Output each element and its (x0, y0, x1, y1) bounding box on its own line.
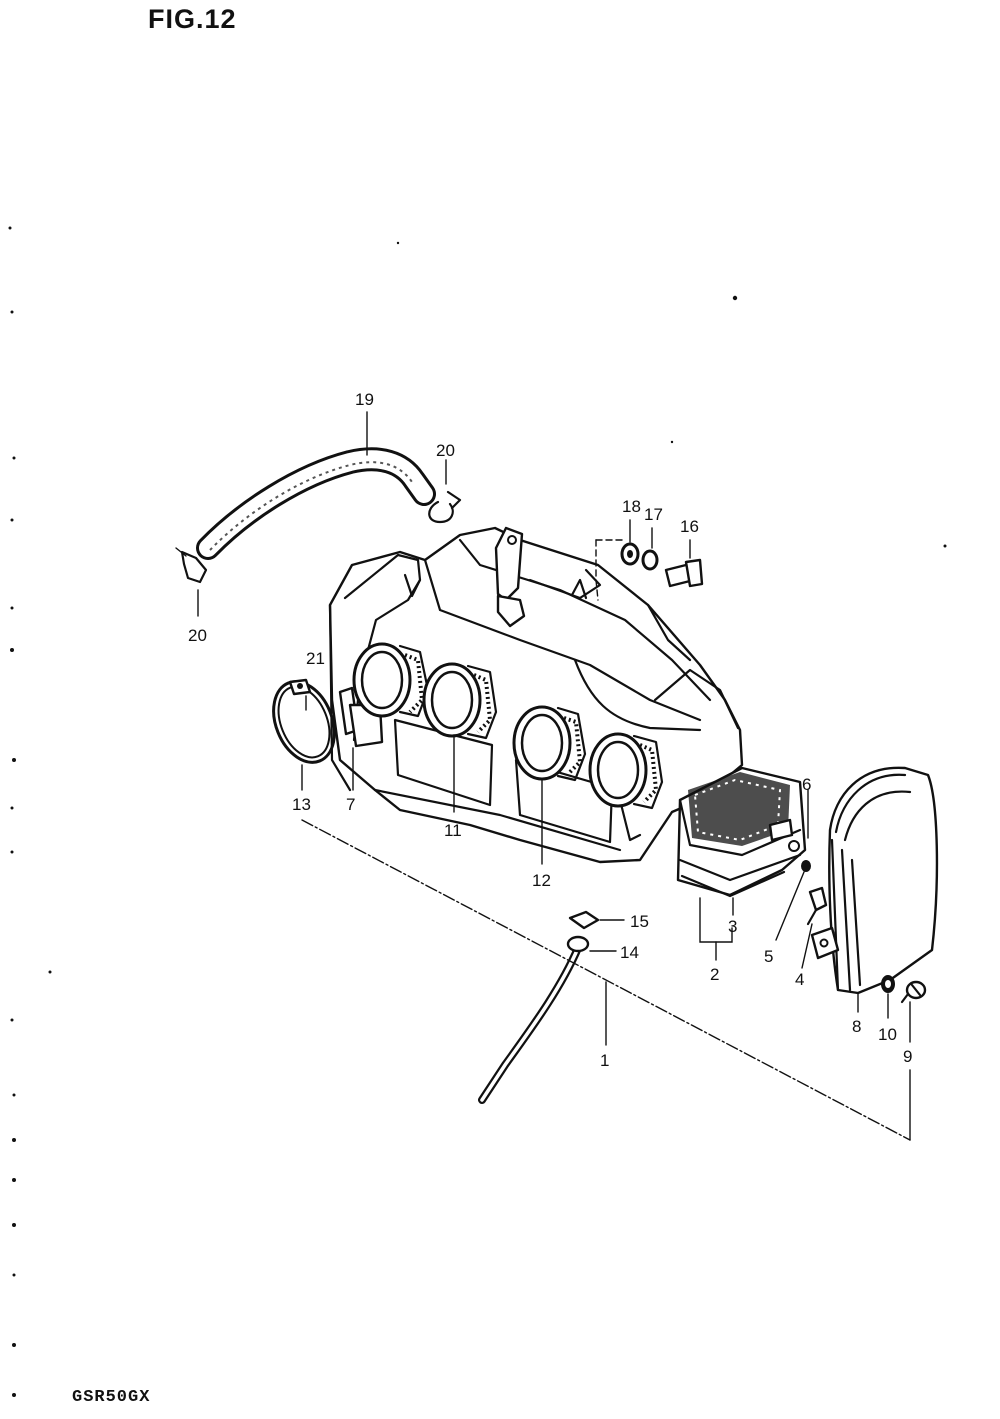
intake-ring-2 (422, 662, 498, 740)
callout-1: 1 (600, 1051, 609, 1070)
callout-19: 19 (355, 390, 374, 409)
callout-6: 6 (802, 775, 811, 794)
callout-2: 2 (710, 965, 719, 984)
element-bolt (806, 886, 828, 926)
callout-9: 9 (903, 1047, 912, 1066)
callout-14: 14 (620, 943, 639, 962)
clamp-ring (272, 678, 336, 764)
callout-5: 5 (764, 947, 773, 966)
callout-8: 8 (852, 1017, 861, 1036)
callout-12: 12 (532, 871, 551, 890)
intake-ring-4 (588, 732, 664, 810)
breather-hose (196, 447, 436, 560)
figure-title: FIG.12 (148, 4, 237, 34)
callout-labels: 19 20 20 21 13 7 11 12 18 17 16 15 14 3 … (188, 390, 912, 1070)
hose-clip-upper (428, 490, 462, 524)
case-bolt (664, 558, 704, 588)
callout-13: 13 (292, 795, 311, 814)
intake-ring-3 (512, 705, 587, 782)
model-code: GSR50GX (72, 1388, 151, 1407)
callout-16: 16 (680, 517, 699, 536)
callout-4: 4 (795, 970, 804, 989)
case-washer (620, 542, 640, 566)
air-cleaner-cover (810, 766, 939, 995)
callout-3: 3 (728, 917, 737, 936)
callout-10: 10 (878, 1025, 897, 1044)
callout-20-lower: 20 (188, 626, 207, 645)
hose-clip-lower (175, 547, 208, 584)
scan-specks (8, 226, 947, 1397)
callout-18: 18 (622, 497, 641, 516)
drain-tube-clip (568, 910, 600, 930)
drain-tube (478, 935, 590, 1104)
case-lock-washer (641, 549, 659, 571)
callout-21: 21 (306, 649, 325, 668)
callout-20-upper: 20 (436, 441, 455, 460)
cover-washer (881, 975, 895, 993)
callout-11: 11 (444, 821, 462, 840)
callout-15: 15 (630, 912, 649, 931)
leader-lines (197, 411, 911, 1141)
element-nut (788, 840, 800, 852)
callout-17: 17 (644, 505, 663, 524)
element-washer (801, 860, 811, 872)
intake-ring-1 (352, 642, 430, 718)
filter-element (676, 766, 807, 898)
callout-7: 7 (346, 795, 355, 814)
cover-screw (900, 980, 927, 1004)
